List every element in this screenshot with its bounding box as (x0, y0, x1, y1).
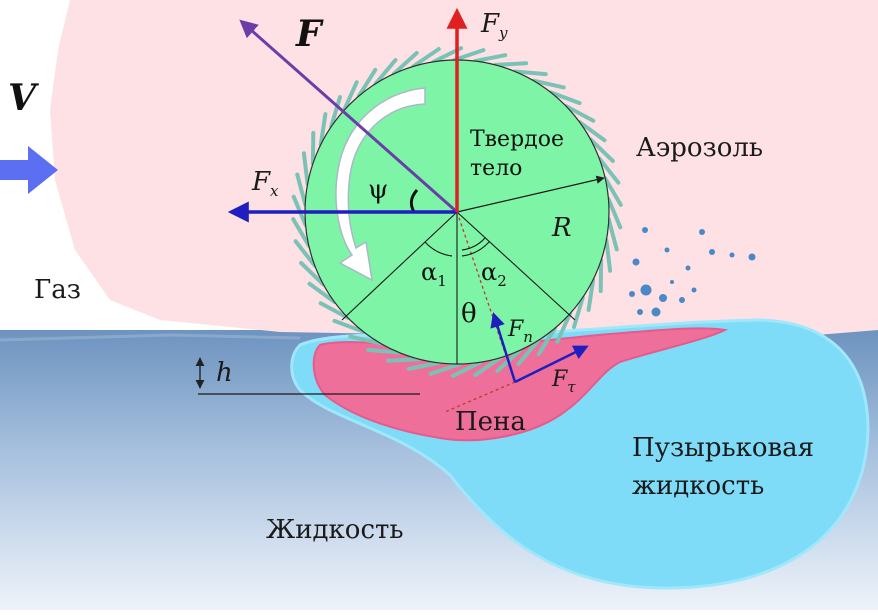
foam-label: Пена (455, 407, 526, 437)
bubbly-liquid-label-line2: жидкость (632, 471, 764, 501)
force-F-label: F (295, 13, 324, 55)
psi-label: ψ (368, 175, 388, 205)
velocity-label: V (8, 77, 39, 119)
theta-label: θ (461, 299, 477, 329)
bristle (495, 63, 526, 65)
aerosol-label: Аэрозоль (636, 133, 763, 163)
velocity-arrow (0, 146, 58, 194)
radius-label: R (551, 213, 572, 243)
solid-body-label-line2: тело (470, 156, 522, 181)
depth-label: h (216, 358, 233, 388)
bristle (388, 359, 419, 361)
liquid-label: Жидкость (266, 515, 404, 545)
gas-label: Газ (34, 275, 81, 305)
bubbly-liquid-label-line1: Пузырьковая (632, 433, 814, 463)
solid-body-label-line1: Твердое (470, 127, 564, 152)
